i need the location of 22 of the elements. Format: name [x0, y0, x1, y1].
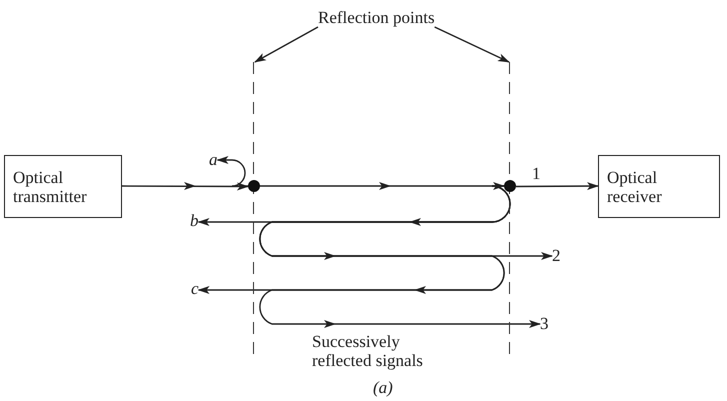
signal-arrow	[516, 182, 599, 190]
figure-caption: (a)	[373, 378, 393, 397]
leader-line	[254, 26, 318, 63]
signal-arrow	[260, 182, 505, 190]
heading-label: Reflection points	[318, 8, 435, 27]
signal-label: b	[190, 211, 198, 230]
signal-arrow	[259, 185, 541, 328]
reflection-plane-line	[509, 62, 511, 357]
leader-line	[434, 26, 510, 63]
signal-label: c	[191, 279, 199, 298]
signal-label: 3	[540, 314, 548, 333]
reflection-point-dot	[504, 180, 516, 192]
reflection-plane-line	[253, 62, 255, 357]
note-text: Successively reflected signals	[312, 332, 424, 370]
signal-label: 2	[552, 246, 560, 265]
signal-arrow	[122, 182, 249, 190]
signal-arrow	[216, 156, 248, 187]
edge-label: 1	[532, 164, 540, 184]
receiver-box: Optical receiver	[598, 155, 720, 218]
reflection-point-dot	[248, 180, 260, 192]
signal-label: a	[209, 150, 218, 169]
transmitter-box: Optical transmitter	[4, 155, 122, 218]
